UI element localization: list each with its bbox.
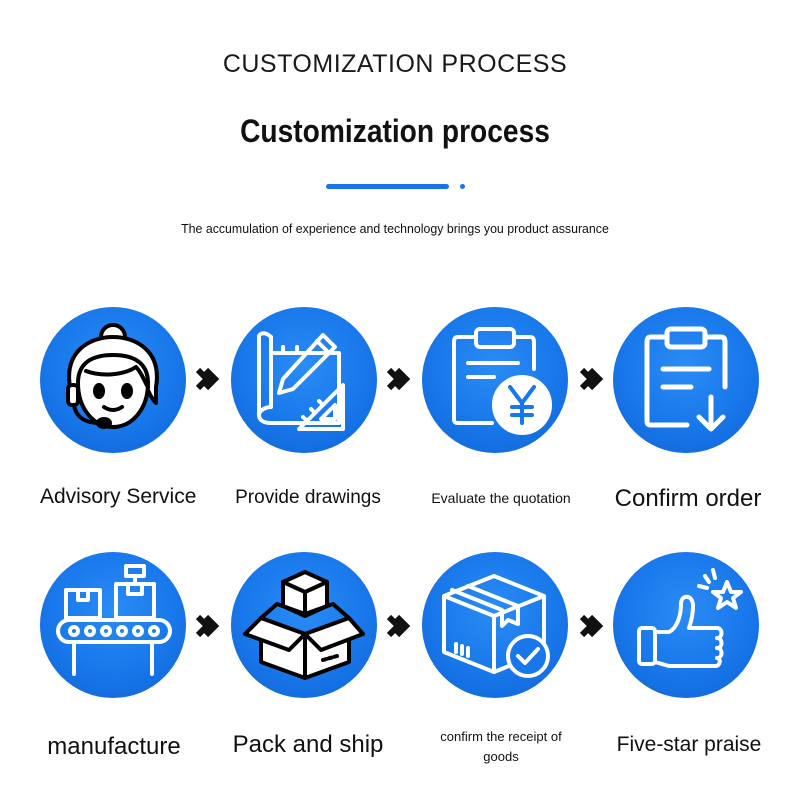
thumbs-up-icon	[637, 568, 743, 668]
accent-bar	[326, 184, 449, 189]
step-label-confirm-receipt-line1: confirm the receipt of	[440, 729, 562, 744]
step-label-manufacture: manufacture	[47, 733, 181, 760]
chevron-right-icon	[579, 614, 604, 638]
arrow-5	[383, 611, 413, 641]
page-title-caps: CUSTOMIZATION PROCESS	[222, 50, 568, 78]
arrow-4	[192, 611, 222, 641]
step-evaluate-quotation	[422, 307, 568, 453]
step-pack-and-ship	[231, 552, 377, 698]
step-confirm-order	[613, 307, 759, 453]
arrow-1	[192, 364, 222, 394]
chevron-right-icon	[195, 614, 220, 638]
step-confirm-receipt	[422, 552, 568, 698]
arrow-3	[576, 364, 606, 394]
step-label-provide-drawings: Provide drawings	[235, 487, 381, 508]
step-label-confirm-receipt: confirm the receipt of goods	[418, 727, 584, 767]
arrow-6	[576, 611, 606, 641]
step-label-pack-and-ship: Pack and ship	[232, 731, 384, 758]
step-advisory-service	[40, 307, 186, 453]
order-clipboard-icon	[644, 326, 728, 432]
chevron-right-icon	[195, 367, 220, 391]
quotation-icon	[452, 327, 552, 435]
box-check-icon	[442, 574, 550, 678]
open-box-icon	[243, 570, 365, 680]
step-label-confirm-receipt-line2: goods	[483, 749, 519, 764]
customer-service-icon	[66, 323, 159, 429]
step-five-star-praise	[613, 552, 759, 698]
step-provide-drawings	[231, 307, 377, 453]
drawing-icon	[257, 331, 345, 431]
step-label-advisory-service: Advisory Service	[40, 485, 197, 508]
page-subtitle: The accumulation of experience and techn…	[181, 221, 609, 236]
chevron-right-icon	[386, 614, 411, 638]
step-label-confirm-order: Confirm order	[614, 485, 762, 512]
chevron-right-icon	[386, 367, 411, 391]
conveyor-icon	[56, 564, 172, 676]
step-manufacture	[40, 552, 186, 698]
step-label-five-star-praise: Five-star praise	[616, 733, 762, 756]
page-title: Customization process	[240, 113, 550, 149]
accent-dot	[460, 184, 465, 189]
step-label-evaluate-quotation: Evaluate the quotation	[431, 490, 571, 506]
chevron-right-icon	[579, 367, 604, 391]
arrow-2	[383, 364, 413, 394]
